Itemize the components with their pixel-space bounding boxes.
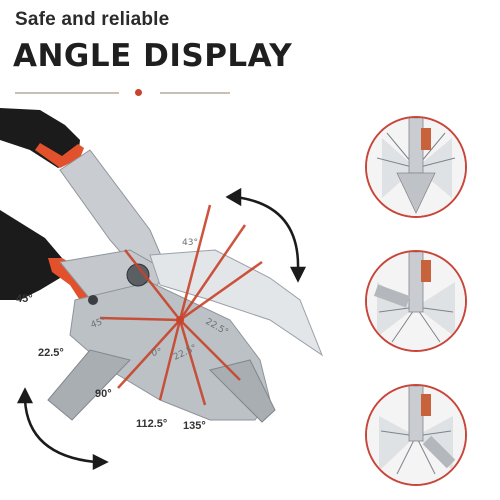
angle-label-112-5: 112.5° [136,418,168,430]
blade [149,249,324,357]
angle-center [176,316,184,324]
angle-label-135: 135° [183,420,206,432]
angle-rays [99,204,263,406]
rotate-arrow-top [225,187,307,283]
angle-label-45: 45° [16,293,33,305]
top-handle-grip [0,108,80,168]
small-screw [88,295,98,305]
right-guide [209,359,276,423]
divider-line-right [160,92,230,94]
divider-dot [135,89,142,96]
angle-label-22-5: 22.5° [38,347,64,359]
pivot-bolt [126,263,150,287]
tagline: Safe and reliable [15,9,170,30]
lower-handle-accent [48,258,95,308]
headline: ANGLE DISPLAY [13,38,293,74]
svg-text:43°: 43° [182,238,198,248]
angle-label-90: 90° [95,388,112,400]
detail-view-top [365,116,467,218]
detail-view-middle [365,250,467,352]
detail-view-bottom [365,384,467,486]
rotate-arrow-left [16,387,109,471]
guide-arm [47,349,131,421]
svg-text:0°: 0° [151,347,163,359]
divider-line [15,92,119,94]
lower-handle-grip [0,210,62,300]
